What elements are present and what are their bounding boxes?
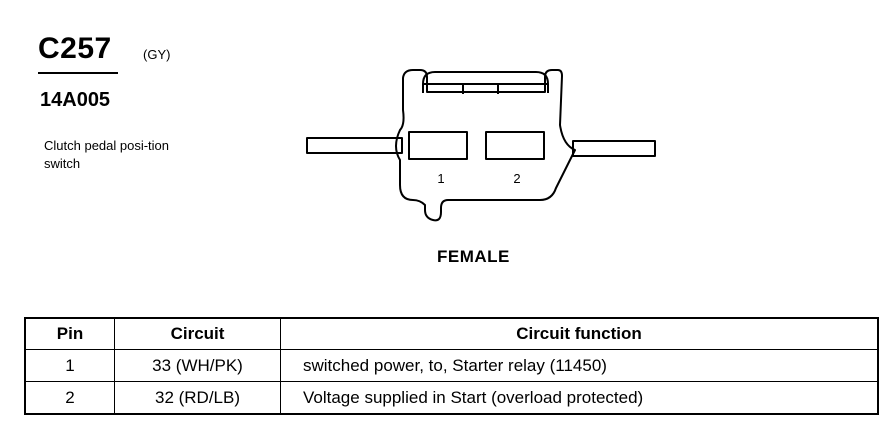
pinout-table: Pin Circuit Circuit function 1 33 (WH/PK… — [24, 317, 879, 415]
cell-circuit-function: switched power, to, Starter relay (11450… — [280, 349, 879, 382]
table-row: 2 32 (RD/LB) Voltage supplied in Start (… — [24, 381, 879, 415]
connector-face-diagram: 1 2 — [306, 69, 656, 222]
part-number: 14A005 — [40, 89, 111, 111]
pin-label-1: 1 — [437, 171, 444, 186]
right-mounting-tab — [572, 140, 656, 157]
color-code: (GY) — [143, 47, 171, 62]
cell-pin: 1 — [24, 349, 115, 382]
header-pin: Pin — [24, 317, 115, 350]
pin-cavity-2 — [485, 131, 545, 160]
header-circuit-function: Circuit function — [280, 317, 879, 350]
cell-circuit: 33 (WH/PK) — [114, 349, 281, 382]
connector-latch — [422, 71, 549, 93]
connector-id-underline — [38, 72, 118, 74]
table-row: 1 33 (WH/PK) switched power, to, Starter… — [24, 349, 879, 382]
connector-housing — [395, 69, 576, 222]
connector-gender-label: FEMALE — [437, 247, 510, 266]
connector-description: Clutch pedal posi-tion switch — [44, 138, 170, 171]
header-circuit: Circuit — [114, 317, 281, 350]
table-header-row: Pin Circuit Circuit function — [24, 317, 879, 350]
cell-circuit-function: Voltage supplied in Start (overload prot… — [280, 381, 879, 415]
cell-pin: 2 — [24, 381, 115, 415]
left-mounting-tab — [306, 137, 403, 154]
pin-label-2: 2 — [513, 171, 520, 186]
cell-circuit: 32 (RD/LB) — [114, 381, 281, 415]
connector-id: C257 — [38, 32, 112, 65]
pin-cavity-1 — [408, 131, 468, 160]
